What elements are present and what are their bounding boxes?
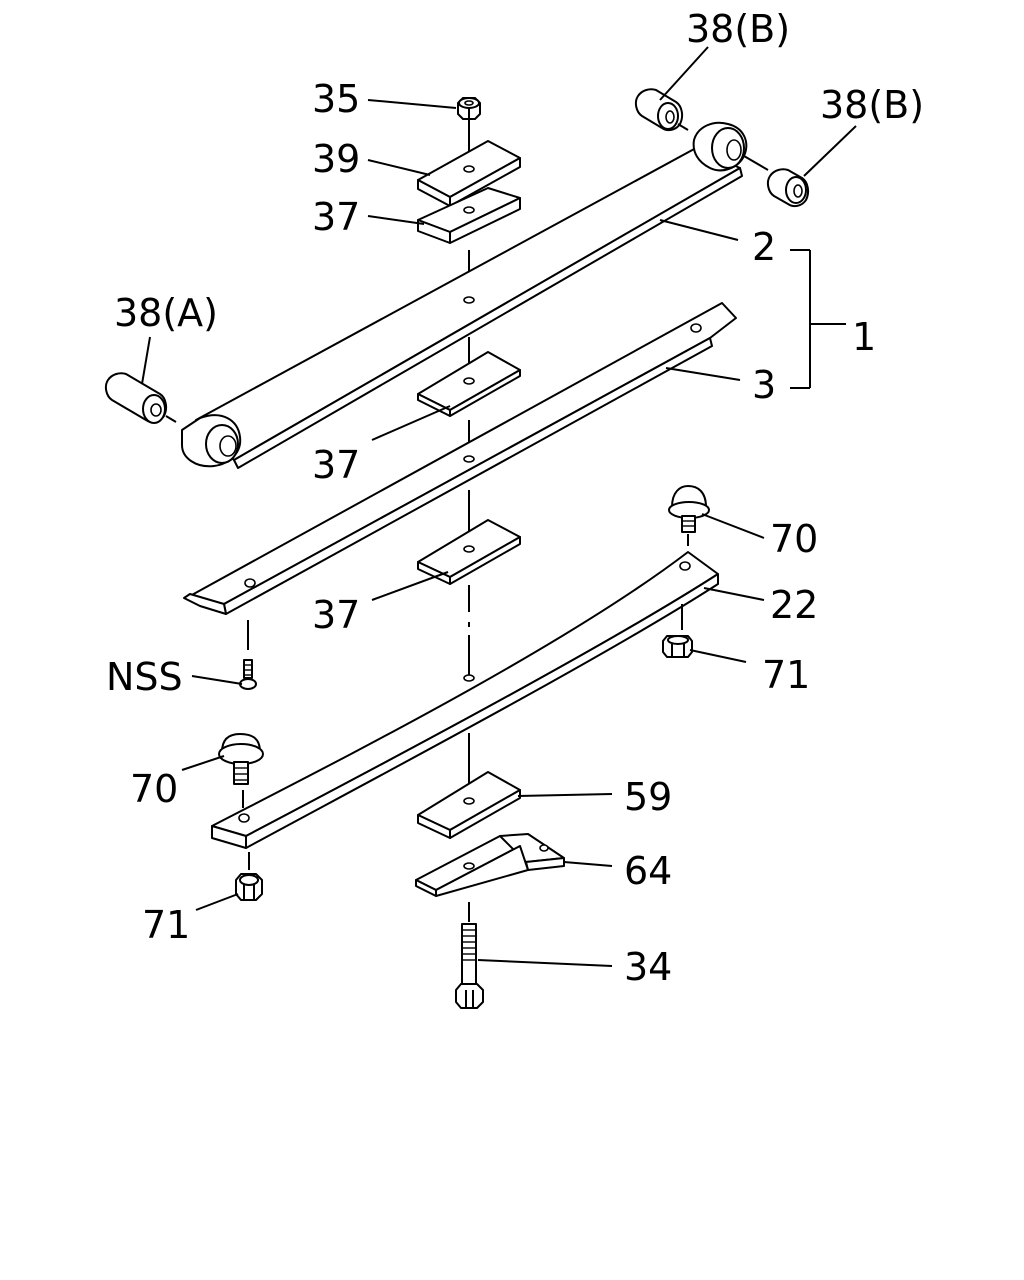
second-leaf-3 xyxy=(183,302,737,615)
bushing-38b-right xyxy=(743,155,810,208)
bolt-70-right xyxy=(668,485,710,546)
callout-3: 3 xyxy=(752,363,776,407)
center-bolt-34 xyxy=(455,923,484,1009)
bushing-38a xyxy=(104,372,177,424)
callout-39: 39 xyxy=(312,137,360,181)
callout-64: 64 xyxy=(624,849,672,893)
callout-38a: 38(A) xyxy=(114,291,218,335)
callout-labels: 35 39 37 38(B) 38(B) 38(A) 2 1 3 37 70 2… xyxy=(106,7,924,989)
callout-2: 2 xyxy=(752,225,776,269)
nut-71-left xyxy=(235,852,263,901)
callout-35: 35 xyxy=(312,77,360,121)
main-leaf-2 xyxy=(181,121,748,469)
helper-leaf-22 xyxy=(211,551,719,849)
nut-71-right xyxy=(662,604,693,658)
bushing-38b-left xyxy=(634,88,689,132)
bolt-70-left xyxy=(218,733,264,808)
callout-38b-left: 38(B) xyxy=(686,7,790,51)
callout-22: 22 xyxy=(770,583,818,627)
callout-59: 59 xyxy=(624,775,672,819)
callout-70-left: 70 xyxy=(130,767,178,811)
leader-lines xyxy=(141,46,857,967)
callout-71-left: 71 xyxy=(142,903,190,947)
callout-37-top: 37 xyxy=(312,195,360,239)
callout-71-right: 71 xyxy=(762,653,810,697)
callout-38b-right: 38(B) xyxy=(820,83,924,127)
clip-bolt-nss xyxy=(239,620,257,690)
callout-1: 1 xyxy=(852,315,876,359)
callout-nss: NSS xyxy=(106,655,183,699)
callout-37-low: 37 xyxy=(312,593,360,637)
nut-35 xyxy=(457,97,481,120)
seat-59 xyxy=(417,771,521,839)
bracket-64 xyxy=(415,833,565,897)
callout-70-right: 70 xyxy=(770,517,818,561)
callout-34: 34 xyxy=(624,945,672,989)
pad-37-low xyxy=(417,519,521,585)
pad-37-top xyxy=(417,187,521,244)
callout-37-mid: 37 xyxy=(312,443,360,487)
